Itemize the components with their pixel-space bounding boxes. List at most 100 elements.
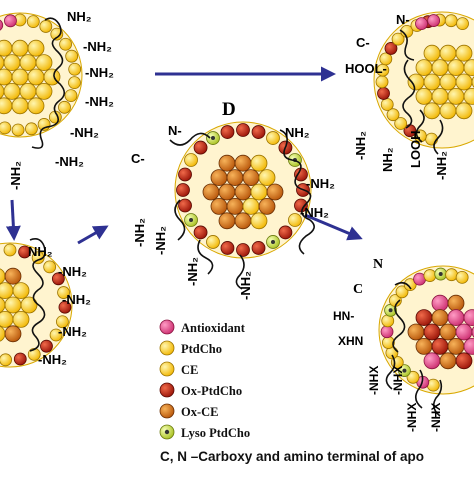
nh2-label: -NH₂ xyxy=(185,257,200,286)
ox-ce-bead xyxy=(242,169,260,187)
footer-caption: C, N –Carboxy and amino terminal of apo xyxy=(160,449,424,464)
ox-ptdcho-bead xyxy=(58,300,72,314)
ptdcho-bead xyxy=(0,353,12,367)
shell-beads xyxy=(375,13,469,146)
ox-ptdcho-bead xyxy=(220,125,235,139)
ptdcho-bead xyxy=(439,102,457,120)
n-terminal-label: N- xyxy=(168,123,182,138)
ce-swatch xyxy=(159,361,175,377)
oxidized-particle-d xyxy=(169,121,315,290)
ox-ptdcho-bead xyxy=(294,198,308,213)
legend-item-lyso-ptdcho: Lyso PtdCho xyxy=(159,424,250,440)
ptdcho-bead xyxy=(0,97,13,115)
c-terminal-label: C xyxy=(353,282,363,297)
ox-ptdcho-bead xyxy=(431,337,449,355)
ptdcho-bead xyxy=(12,282,30,300)
legend-label: Ox-CE xyxy=(181,405,219,419)
ox-ce-bead xyxy=(415,337,433,355)
ptdcho-bead xyxy=(379,52,393,66)
ox-ce-bead xyxy=(447,294,465,312)
ox-ce-bead xyxy=(218,212,236,230)
ptdcho-bead xyxy=(27,39,45,57)
nh2-label: -NH₂ xyxy=(38,352,67,367)
ptdcho-bead xyxy=(19,83,37,100)
lyso-ptdcho-swatch-dot xyxy=(164,429,170,435)
ox-ptdcho-bead xyxy=(251,241,266,255)
ox-ce-bead xyxy=(439,352,457,370)
nh2-label: NH₂ xyxy=(285,125,310,140)
nh2-label: -NH₂ xyxy=(238,271,253,300)
ptdcho-bead xyxy=(19,54,37,71)
antioxidant-bead xyxy=(455,323,473,341)
ox-ptdcho-bead xyxy=(377,87,390,100)
ptdcho-bead xyxy=(386,108,400,122)
ce-core-cluster xyxy=(407,44,474,120)
ptdcho-bead xyxy=(456,17,469,31)
ox-ce-bead xyxy=(234,183,252,201)
ptdcho-bead xyxy=(431,59,449,76)
ox-ce-swatch xyxy=(159,403,175,419)
ptdcho-bead xyxy=(445,268,458,282)
nhx-label: -NHX xyxy=(405,403,419,432)
ox-ptdcho-bead xyxy=(236,123,250,137)
ptdcho-bead xyxy=(407,73,425,91)
ptdcho-bead xyxy=(391,32,405,46)
ptdcho-bead xyxy=(35,83,53,100)
ox-ce-bead xyxy=(258,197,276,215)
nh2-label: -NH₂ xyxy=(353,131,368,160)
ptdcho-bead xyxy=(266,131,280,145)
ptdcho-bead xyxy=(0,311,14,328)
ptdcho-bead xyxy=(423,73,441,91)
ptdcho-bead xyxy=(394,117,408,130)
ox-ptdcho-swatch xyxy=(159,382,175,398)
ox-ce-bead xyxy=(407,323,425,341)
ox-ptdcho-bead xyxy=(40,339,53,353)
ptdcho-bead xyxy=(0,282,14,299)
mixed-core-cluster xyxy=(407,294,474,370)
ptdcho-bead xyxy=(65,49,79,63)
ptdcho-bead xyxy=(463,88,474,105)
ptdcho-bead xyxy=(68,76,81,90)
legend-label: Antioxidant xyxy=(181,321,246,335)
ptdcho-bead xyxy=(11,123,25,137)
lyso-dot xyxy=(189,218,194,222)
ptdcho-bead xyxy=(447,88,465,105)
ptdcho-bead xyxy=(0,39,13,57)
ptdcho-bead xyxy=(0,68,13,86)
partially-oxidized-particle xyxy=(0,238,73,368)
ox-ce-bead xyxy=(218,154,236,172)
ce-core-cluster xyxy=(0,39,61,115)
ox-ptdcho-bead xyxy=(455,352,473,370)
ptdcho-bead xyxy=(455,73,473,91)
ptdcho-bead xyxy=(11,97,29,115)
ox-ptdcho-bead xyxy=(278,225,293,240)
legend-label: Ox-PtdCho xyxy=(181,384,242,398)
apoprotein-chain xyxy=(169,129,315,290)
antioxidant-bead xyxy=(431,294,449,312)
apoprotein-chain xyxy=(31,17,66,149)
hool-label: HOOL- xyxy=(345,61,387,76)
ox-ce-bead xyxy=(218,183,236,201)
nh2-label: -NH₂ xyxy=(300,205,329,220)
ox-ce-bead xyxy=(226,169,244,187)
ptdcho-bead xyxy=(55,315,69,329)
ox-ce-bead xyxy=(210,169,228,187)
nh2-label: -NH₂ xyxy=(306,176,335,191)
nh2-label: -NH₂ xyxy=(83,39,112,54)
ox-ptdcho-shell-beads xyxy=(176,123,310,257)
ox-ce-bead xyxy=(439,323,457,341)
ptdcho-bead xyxy=(59,37,72,51)
ox-ptdcho-bead xyxy=(423,323,441,341)
legend-item-ptdcho: PtdCho xyxy=(159,340,222,356)
ox-ce-bead xyxy=(266,183,284,201)
antioxidant-bead xyxy=(380,325,394,339)
nh2-label: -NH₂ xyxy=(62,292,91,307)
ptdcho-bead xyxy=(3,243,17,257)
ptdcho-bead xyxy=(49,328,63,342)
ptdcho-bead xyxy=(439,73,457,91)
legend-label: Lyso PtdCho xyxy=(181,426,250,440)
ptdcho-bead xyxy=(375,75,389,89)
ox-ptdcho-bead xyxy=(176,183,190,197)
ox-ptdcho-bead xyxy=(178,198,192,213)
